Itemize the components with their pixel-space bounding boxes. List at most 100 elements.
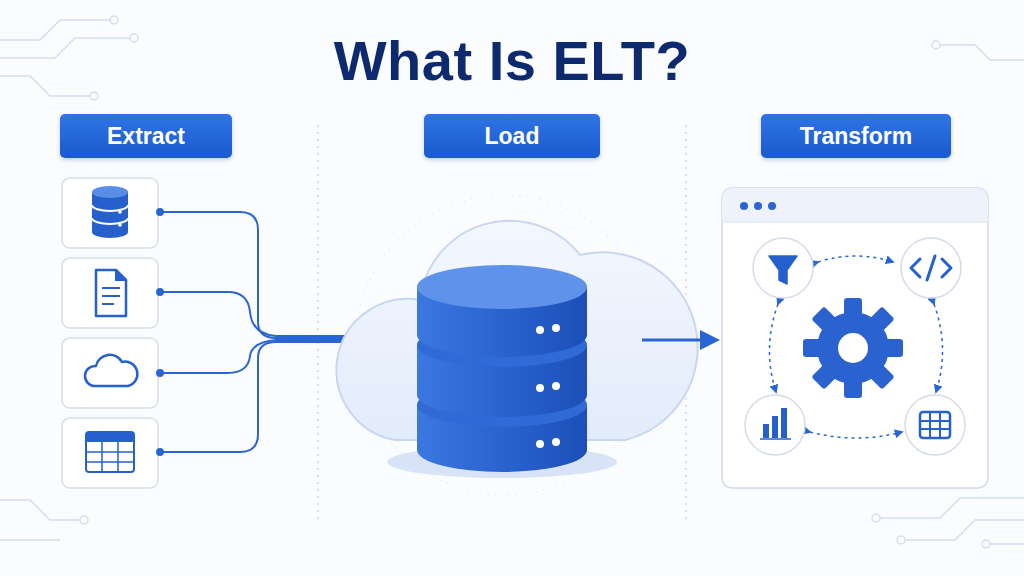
stage-label: Transform	[800, 123, 912, 150]
table-icon	[86, 432, 134, 472]
warehouse-cylinder	[552, 382, 560, 390]
database-icon	[92, 205, 128, 211]
section-divider	[317, 125, 319, 520]
grid-icon	[905, 395, 965, 455]
chart-icon	[763, 424, 769, 438]
grid-icon	[939, 412, 941, 438]
circuit-decoration	[940, 45, 1024, 60]
cycle-arrow	[769, 304, 778, 392]
cloud-icon	[85, 355, 137, 386]
warehouse-cylinder	[552, 324, 560, 332]
database-icon	[92, 186, 128, 238]
transform-window	[722, 222, 988, 223]
document-icon	[96, 270, 126, 316]
document-icon	[116, 270, 126, 280]
source-wire	[160, 340, 352, 373]
chart-icon	[772, 416, 778, 438]
grid-icon	[920, 412, 950, 438]
flow-arrow	[700, 330, 720, 350]
document-icon	[102, 287, 120, 289]
database-icon	[118, 223, 122, 227]
stage-header: Transform	[761, 114, 951, 158]
warehouse-cylinder	[552, 438, 560, 446]
source-card	[62, 258, 158, 328]
stage-label: Load	[485, 123, 540, 150]
stage-header: Load	[424, 114, 600, 158]
table-icon	[86, 432, 134, 472]
code-icon	[901, 238, 961, 298]
database-icon	[92, 192, 128, 238]
source-card	[62, 178, 158, 248]
cloud-icon	[85, 355, 137, 386]
table-icon	[101, 442, 103, 472]
chart-icon	[781, 408, 787, 438]
database-icon	[92, 218, 128, 224]
circuit-decoration	[905, 520, 1024, 540]
source-wire	[160, 292, 352, 336]
table-icon	[86, 432, 134, 442]
document-icon	[96, 270, 126, 316]
warehouse-cylinder	[387, 265, 617, 478]
flow-arrow	[642, 339, 702, 342]
transform-window	[722, 188, 988, 488]
circuit-decoration	[982, 540, 990, 548]
circuit-decoration	[0, 500, 80, 520]
cycle-arrow	[934, 304, 943, 392]
warehouse-cylinder	[536, 326, 544, 334]
circuit-decoration	[0, 76, 90, 96]
filter-icon	[769, 256, 797, 284]
flow-arrow	[642, 330, 720, 350]
gear-icon	[817, 312, 889, 384]
gear-icon	[803, 298, 903, 398]
diagram-title: What Is ELT?	[0, 28, 1024, 93]
circuit-decoration	[130, 34, 138, 42]
transform-window	[768, 202, 776, 210]
transform-window	[740, 202, 748, 210]
cycle-arrow	[810, 432, 902, 438]
code-icon	[911, 259, 920, 277]
source-wire	[160, 342, 352, 452]
circuit-decoration	[80, 516, 88, 524]
chart-icon	[760, 438, 791, 440]
document-icon	[102, 303, 114, 305]
circuit-decoration	[0, 16, 1024, 548]
cloud-backdrop	[336, 195, 697, 495]
source-wire	[160, 212, 352, 338]
database-icon	[92, 186, 128, 198]
circuit-decoration	[110, 16, 118, 24]
chart-icon	[745, 395, 805, 455]
code-icon	[942, 259, 951, 277]
circuit-decoration	[872, 514, 880, 522]
source-card	[62, 178, 158, 488]
cloud-backdrop	[336, 221, 697, 440]
warehouse-cylinder	[417, 265, 587, 309]
table-icon	[117, 442, 119, 472]
warehouse-cylinder	[536, 384, 544, 392]
circuit-decoration	[880, 498, 1024, 518]
grid-icon	[929, 412, 931, 438]
source-card	[62, 418, 158, 488]
filter-icon	[753, 238, 813, 298]
circuit-decoration	[0, 38, 130, 58]
circuit-decoration	[990, 543, 1024, 545]
grid-icon	[920, 428, 950, 430]
code-icon	[901, 238, 961, 298]
filter-icon	[753, 238, 813, 298]
database-icon	[118, 210, 122, 214]
chart-icon	[745, 395, 805, 455]
transform-window	[722, 188, 988, 488]
grid-icon	[905, 395, 965, 455]
circuit-decoration	[0, 539, 60, 541]
warehouse-cylinder	[536, 440, 544, 448]
source-card	[62, 338, 158, 408]
table-icon	[86, 451, 134, 453]
cycle-arrow	[818, 256, 893, 262]
grid-icon	[920, 420, 950, 422]
transform-window	[754, 202, 762, 210]
table-icon	[86, 461, 134, 463]
circuit-decoration	[897, 536, 905, 544]
stage-header: Extract	[60, 114, 232, 158]
circuit-decoration	[90, 92, 98, 100]
document-icon	[102, 295, 120, 297]
